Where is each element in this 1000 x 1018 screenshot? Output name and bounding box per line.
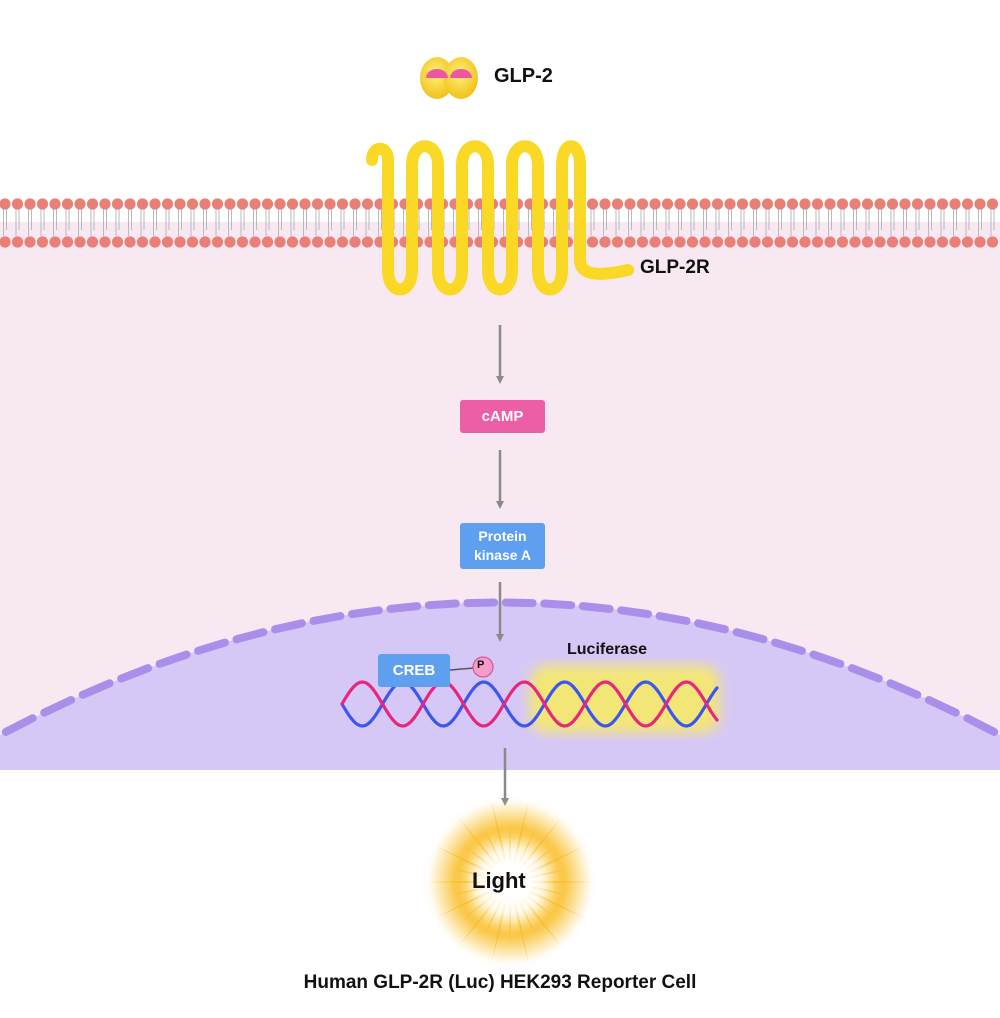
glp2r-receptor-icon [366,140,634,296]
nucleus-region [0,602,1000,770]
creb-phospho-link [449,667,475,671]
pka-box: Protein kinase A [460,523,545,569]
camp-box: cAMP [460,400,545,433]
light-label: Light [472,868,526,893]
phospho-circle-icon [472,656,494,678]
luciferase-label: Luciferase [567,641,648,658]
glp2-label: GLP-2 [494,65,553,87]
nuclear-envelope [1,598,999,736]
creb-box: CREB [378,654,450,687]
glp2-ligand-icon [420,57,478,99]
light-burst-icon [428,800,592,964]
caption: Human GLP-2R (Luc) HEK293 Reporter Cell [303,972,697,993]
glp2r-label: GLP-2R [640,257,710,278]
phospho-label: P [477,659,485,671]
